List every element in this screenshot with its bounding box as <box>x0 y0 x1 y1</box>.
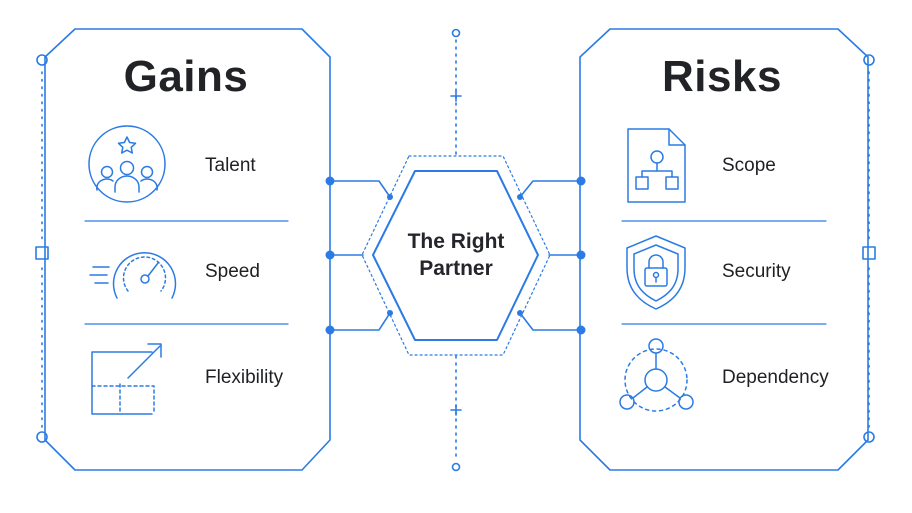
gains-title: Gains <box>123 52 249 101</box>
left-connector-nodes <box>325 176 393 335</box>
team-star-icon <box>88 125 166 203</box>
gains-item-speed-label: Speed <box>205 261 260 282</box>
center-label: The Right Partner <box>386 228 526 282</box>
center-hexagon <box>372 170 539 341</box>
gains-item-talent-label: Talent <box>205 155 256 176</box>
left-connectors <box>329 180 391 331</box>
risks-title: Risks <box>662 52 782 101</box>
risks-item-dependency-label: Dependency <box>722 367 829 388</box>
center-vertical-axis <box>450 28 462 472</box>
gains-item-flexibility-label: Flexibility <box>205 367 284 388</box>
gains-panel-frame <box>44 28 331 471</box>
speedometer-icon <box>89 251 177 299</box>
network-hub-icon <box>619 338 694 412</box>
flowchart-document-icon <box>627 128 686 203</box>
shield-lock-icon <box>626 235 686 310</box>
risks-right-rail <box>862 54 876 443</box>
risks-item-scope-label: Scope <box>722 155 776 176</box>
center-label-line-2: Partner <box>419 257 493 280</box>
expand-arrow-icon <box>91 343 162 415</box>
gains-left-rail <box>35 54 49 443</box>
center-label-line-1: The Right <box>407 230 505 253</box>
right-connectors <box>519 180 581 331</box>
risks-item-security-label: Security <box>722 261 791 282</box>
right-connector-nodes <box>517 176 586 335</box>
